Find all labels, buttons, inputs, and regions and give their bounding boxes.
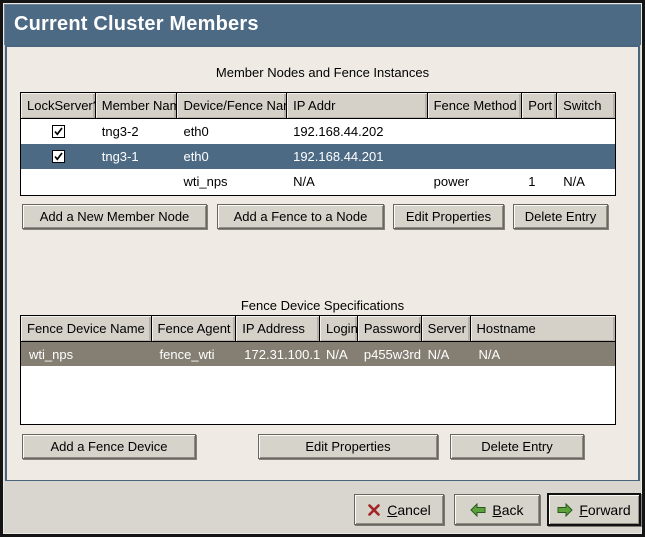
column-header-login[interactable]: Login — [319, 316, 358, 342]
member-name-cell: tng3-1 — [101, 149, 139, 164]
login-cell: N/A — [325, 346, 348, 362]
member-row-wti-nps-fence[interactable]: wti_nps N/A power 1 N/A — [21, 169, 615, 194]
server-cell: N/A — [427, 346, 450, 362]
member-table-label: Member Nodes and Fence Instances — [215, 65, 430, 80]
checkbox-checked-icon — [51, 125, 65, 138]
fence-edit-properties-button[interactable]: Edit Properties — [258, 434, 438, 459]
ip-addr-cell: N/A — [293, 174, 315, 189]
member-row-tng3-2[interactable]: tng3-2 eth0 192.168.44.202 — [21, 119, 615, 144]
forward-label: Forward — [579, 501, 631, 518]
fence-device-name-cell: wti_nps — [29, 346, 74, 362]
cancel-button[interactable]: Cancel — [354, 494, 444, 525]
add-fence-to-node-button[interactable]: Add a Fence to a Node — [217, 204, 384, 229]
page-title: Current Cluster Members — [14, 13, 259, 35]
forward-button[interactable]: Forward — [547, 493, 641, 526]
fence-table-header: Fence Device Name Fence Agent IP Address… — [21, 316, 615, 342]
member-nodes-table: LockServer? Member Name Device/Fence Nam… — [20, 92, 616, 196]
member-delete-entry-button[interactable]: Delete Entry — [513, 204, 608, 229]
fence-delete-entry-button[interactable]: Delete Entry — [450, 434, 584, 459]
fence-devices-table: Fence Device Name Fence Agent IP Address… — [20, 315, 616, 425]
add-fence-device-button[interactable]: Add a Fence Device — [22, 434, 196, 459]
cancel-x-icon — [367, 503, 381, 517]
device-fence-name-cell: wti_nps — [183, 174, 228, 189]
member-name-cell: tng3-2 — [101, 124, 139, 139]
member-table-header: LockServer? Member Name Device/Fence Nam… — [21, 93, 615, 119]
ip-address-cell: 172.31.100.1 — [244, 346, 320, 362]
member-edit-properties-button[interactable]: Edit Properties — [393, 204, 504, 229]
cancel-label: Cancel — [387, 501, 431, 518]
lockserver-checkbox[interactable] — [21, 150, 96, 163]
fence-agent-cell: fence_wti — [159, 346, 215, 362]
arrow-right-icon — [557, 502, 574, 517]
port-cell: 1 — [528, 174, 536, 189]
column-header-fence-method[interactable]: Fence Method — [427, 93, 523, 119]
column-header-port[interactable]: Port — [522, 93, 558, 119]
fence-method-cell: power — [433, 174, 470, 189]
switch-cell: N/A — [563, 174, 585, 189]
column-header-member-name[interactable]: Member Name — [95, 93, 178, 119]
column-header-ip-addr[interactable]: IP Addr — [287, 93, 428, 119]
fence-device-row-wti-nps-selected[interactable]: wti_nps fence_wti 172.31.100.1 N/A p455w… — [21, 342, 615, 366]
title-bar: Current Cluster Members — [4, 4, 641, 45]
member-row-tng3-1-selected[interactable]: tng3-1 eth0 192.168.44.201 — [21, 144, 615, 169]
hostname-cell: N/A — [478, 346, 501, 362]
back-button[interactable]: Back — [454, 494, 540, 525]
ip-addr-cell: 192.168.44.202 — [293, 124, 384, 139]
column-header-server[interactable]: Server — [421, 316, 471, 342]
footer-button-bar: Cancel Back Forward — [4, 481, 641, 533]
column-header-password[interactable]: Password — [357, 316, 422, 342]
ip-addr-cell: 192.168.44.201 — [293, 149, 384, 164]
column-header-ip-address[interactable]: IP Address — [236, 316, 320, 342]
column-header-fence-agent[interactable]: Fence Agent — [151, 316, 237, 342]
device-fence-name-cell: eth0 — [183, 149, 209, 164]
checkbox-checked-icon — [51, 150, 65, 163]
back-label: Back — [492, 501, 524, 518]
add-new-member-node-button[interactable]: Add a New Member Node — [22, 204, 207, 229]
column-header-lockserver[interactable]: LockServer? — [21, 93, 96, 119]
device-fence-name-cell: eth0 — [183, 124, 209, 139]
column-header-hostname[interactable]: Hostname — [470, 316, 615, 342]
column-header-switch[interactable]: Switch — [557, 93, 615, 119]
password-cell: p455w3rd — [363, 346, 421, 362]
column-header-device-fence-name[interactable]: Device/Fence Name — [177, 93, 288, 119]
lockserver-checkbox[interactable] — [21, 125, 96, 138]
arrow-left-icon — [470, 502, 486, 517]
column-header-fence-device-name[interactable]: Fence Device Name — [21, 316, 152, 342]
fence-table-label: Fence Device Specifications — [240, 298, 405, 313]
content-frame: Member Nodes and Fence Instances LockSer… — [5, 45, 640, 482]
